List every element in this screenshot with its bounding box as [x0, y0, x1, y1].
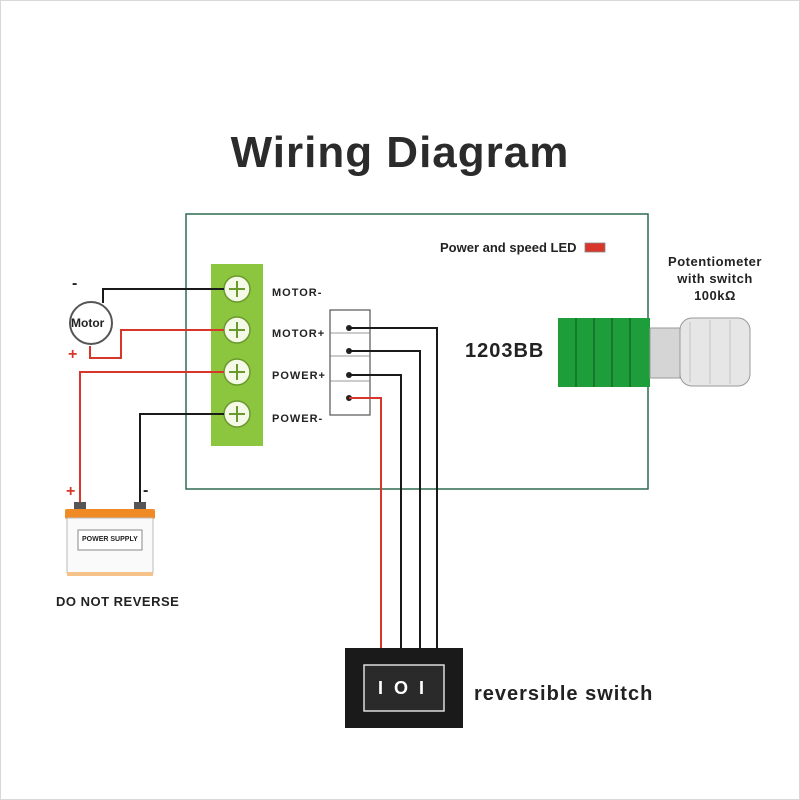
terminal-label-power-minus: POWER-: [272, 413, 324, 425]
board-model: 1203BB: [465, 340, 545, 362]
led-label: Power and speed LED: [440, 240, 577, 255]
switch-wires: [349, 327, 438, 648]
terminal-block: [211, 264, 263, 446]
battery-symbol: [65, 502, 155, 576]
do-not-reverse-warning: DO NOT REVERSE: [56, 594, 180, 609]
diagram-title: Wiring Diagram: [230, 128, 570, 177]
motor-wires: [89, 288, 224, 359]
switch-face-markings: I O I: [378, 678, 428, 698]
terminal-screw-motor-plus: [223, 316, 251, 344]
terminal-screw-power-plus: [223, 358, 251, 386]
power-supply-label: POWER SUPPLY: [82, 536, 138, 543]
potentiometer-label-line2: with switch: [677, 271, 753, 286]
motor-symbol: [69, 301, 113, 345]
terminal-screw-motor-minus: [223, 275, 251, 303]
motor-minus-sign: -: [72, 275, 78, 292]
battery-plus-sign: +: [66, 483, 76, 500]
potentiometer-label-line1: Potentiometer: [668, 254, 762, 269]
power-wires: [79, 371, 224, 503]
reversible-switch-label: reversible switch: [474, 683, 654, 705]
terminal-label-motor-plus: MOTOR+: [272, 328, 326, 340]
potentiometer-label: Potentiometer with switch 100kΩ: [660, 253, 770, 304]
terminal-screw-power-minus: [223, 400, 251, 428]
motor-label: Motor: [71, 316, 105, 330]
battery-minus-sign: -: [143, 482, 149, 499]
potentiometer-symbol: [558, 317, 751, 387]
terminal-label-power-plus: POWER+: [272, 370, 326, 382]
led-indicator: [584, 242, 606, 253]
pin-header: [329, 309, 371, 416]
potentiometer-label-line3: 100kΩ: [694, 288, 736, 303]
terminal-label-motor-minus: MOTOR-: [272, 287, 323, 299]
reversible-switch-symbol: [345, 648, 463, 728]
motor-plus-sign: +: [68, 346, 78, 363]
